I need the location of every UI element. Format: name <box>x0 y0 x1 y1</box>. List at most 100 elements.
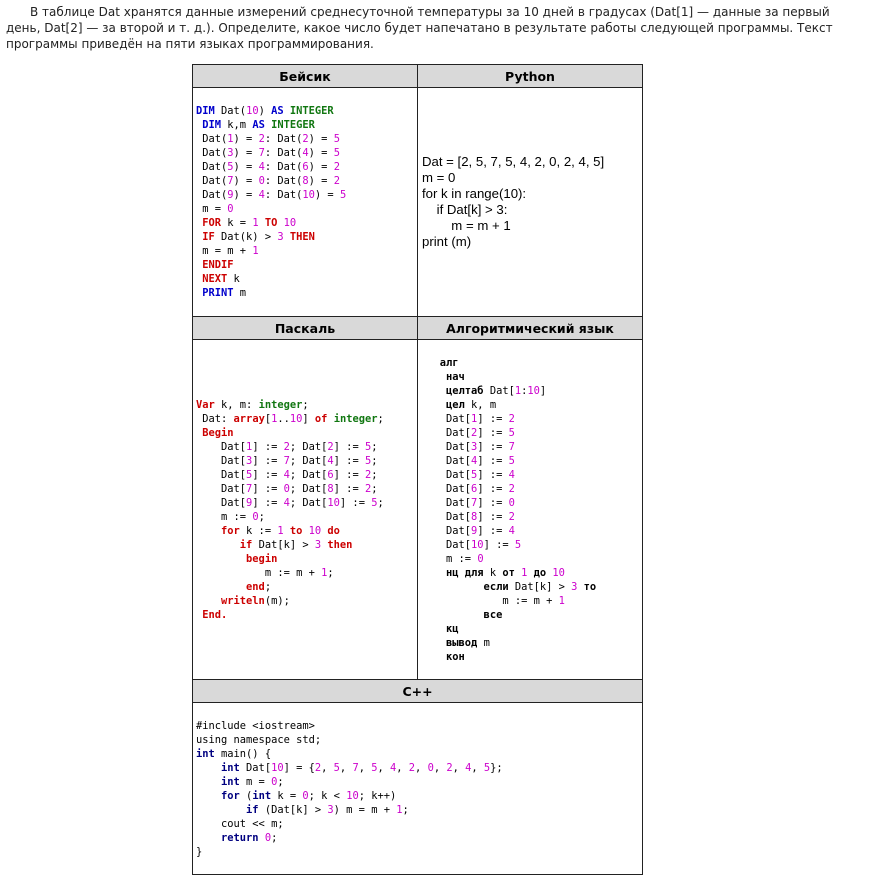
code-line: m = m + 1 <box>196 244 417 258</box>
code-token: ] := <box>252 496 284 509</box>
code-line: m := 0 <box>421 552 642 566</box>
code-token: ] := <box>477 440 509 453</box>
code-token: : Dat( <box>264 133 303 145</box>
code-token: 0 <box>264 831 272 844</box>
code-token: ) = <box>308 147 334 159</box>
code-token: Dat[ <box>421 496 472 509</box>
header-python: Python <box>417 64 643 88</box>
code-line: Dat[6] := 2 <box>421 482 642 496</box>
code-line: return 0; <box>196 831 642 845</box>
code-token: ) = <box>233 147 259 159</box>
code-token: 8 <box>302 175 309 187</box>
code-line: Begin <box>196 426 417 440</box>
code-token: 10 <box>471 538 484 551</box>
code-line: Dat[1] := 2 <box>421 412 642 426</box>
code-line: цел k, m <box>421 398 642 412</box>
code-token: 1 <box>558 594 565 607</box>
code-token: Dat[ <box>421 538 472 551</box>
code-line: if Dat[k] > 3: <box>422 202 642 218</box>
code-token: ; <box>302 398 309 411</box>
code-token: 1 <box>277 524 290 537</box>
code-token: Dat[ <box>421 482 472 495</box>
code-line: writeln(m); <box>196 594 417 608</box>
code-token: 2 <box>446 761 453 774</box>
code-token: , <box>358 761 372 774</box>
code-token: 5 <box>483 761 491 774</box>
code-token: for <box>196 524 247 537</box>
code-token: Dat( <box>221 105 247 117</box>
code-token: , <box>452 761 466 774</box>
code-token: 0 <box>271 775 278 788</box>
code-token: ] := <box>477 510 509 523</box>
code-token: 5 <box>508 454 515 467</box>
code-token: PRINT <box>196 287 240 299</box>
code-token: AS <box>252 119 272 131</box>
code-token: Var <box>196 398 222 411</box>
code-token: 2 <box>258 133 265 145</box>
code-token: 2 <box>314 761 322 774</box>
code-line: алг <box>421 356 642 370</box>
code-line: m = m + 1 <box>422 218 642 234</box>
code-token: main() { <box>221 747 272 760</box>
code-line: PRINT m <box>196 286 417 300</box>
code-token: ; Dat[ <box>289 482 328 495</box>
code-token: 1 <box>252 217 265 229</box>
code-token: AS <box>271 105 290 117</box>
code-token: int <box>252 789 278 802</box>
cell-basic: DIM Dat(10) AS INTEGER DIM k,m AS INTEGE… <box>192 87 418 317</box>
code-token: цел <box>421 398 472 411</box>
code-token: ; <box>371 482 378 495</box>
code-token: 3 <box>277 231 290 243</box>
code-token: then <box>327 538 353 551</box>
code-token: 0 <box>252 510 259 523</box>
code-token: .. <box>277 412 290 425</box>
code-line: Dat[3] := 7; Dat[4] := 5; <box>196 454 417 468</box>
code-token: 6 <box>327 468 334 481</box>
code-line: for k in range(10): <box>422 186 642 202</box>
code-token: , <box>415 761 428 774</box>
code-token: INTEGER <box>289 105 334 117</box>
code-token: ; <box>264 580 272 593</box>
code-token: 3 <box>246 454 253 467</box>
code-token: integer <box>258 398 303 411</box>
code-token: 5 <box>333 761 340 774</box>
code-line: for k := 1 to 10 do <box>196 524 417 538</box>
code-line: Dat[5] := 4; Dat[6] := 2; <box>196 468 417 482</box>
code-line: Var k, m: integer; <box>196 398 417 412</box>
code-token: Dat[ <box>196 440 247 453</box>
code-token: Dat( <box>196 161 228 173</box>
code-token: for k in range(10): <box>422 186 527 201</box>
code-token: ] := <box>477 412 509 425</box>
code-token: 0 <box>258 175 265 187</box>
code-token: 10 <box>327 496 340 509</box>
code-token: k := <box>246 524 278 537</box>
code-line: end; <box>196 580 417 594</box>
code-token: алг <box>421 356 459 369</box>
code-token: ) m = m + <box>333 803 397 816</box>
code-token: Dat[ <box>196 468 247 481</box>
code-token: m <box>239 287 247 299</box>
code-token: Dat( <box>196 147 228 159</box>
code-token: 5 <box>371 761 378 774</box>
code-token: 1 <box>252 245 259 257</box>
code-token: Dat[k] > <box>514 580 572 593</box>
code-line: m = 0 <box>422 170 642 186</box>
code-token: ] := <box>333 454 365 467</box>
program-table: Бейсик Python DIM Dat(10) AS INTEGER DIM… <box>192 64 643 875</box>
code-line: все <box>421 608 642 622</box>
code-token: Dat[ <box>421 412 472 425</box>
code-token: to <box>289 524 309 537</box>
code-line: using namespace std; <box>196 733 642 747</box>
code-token: m := m + <box>421 594 559 607</box>
code-token: 10 <box>271 761 284 774</box>
code-token: ; Dat[ <box>289 440 328 453</box>
code-line: #include <iostream> <box>196 719 642 733</box>
code-token: FOR <box>196 217 228 229</box>
code-token: 10 <box>289 412 303 425</box>
code-token: все <box>421 608 503 621</box>
code-token: 1 <box>321 566 328 579</box>
cell-python: Dat = [2, 5, 7, 5, 4, 2, 0, 2, 4, 5]m = … <box>417 87 643 317</box>
code-token: array <box>233 412 265 425</box>
code-token: ; <box>402 803 409 816</box>
code-token: Dat[k] > <box>258 538 315 551</box>
